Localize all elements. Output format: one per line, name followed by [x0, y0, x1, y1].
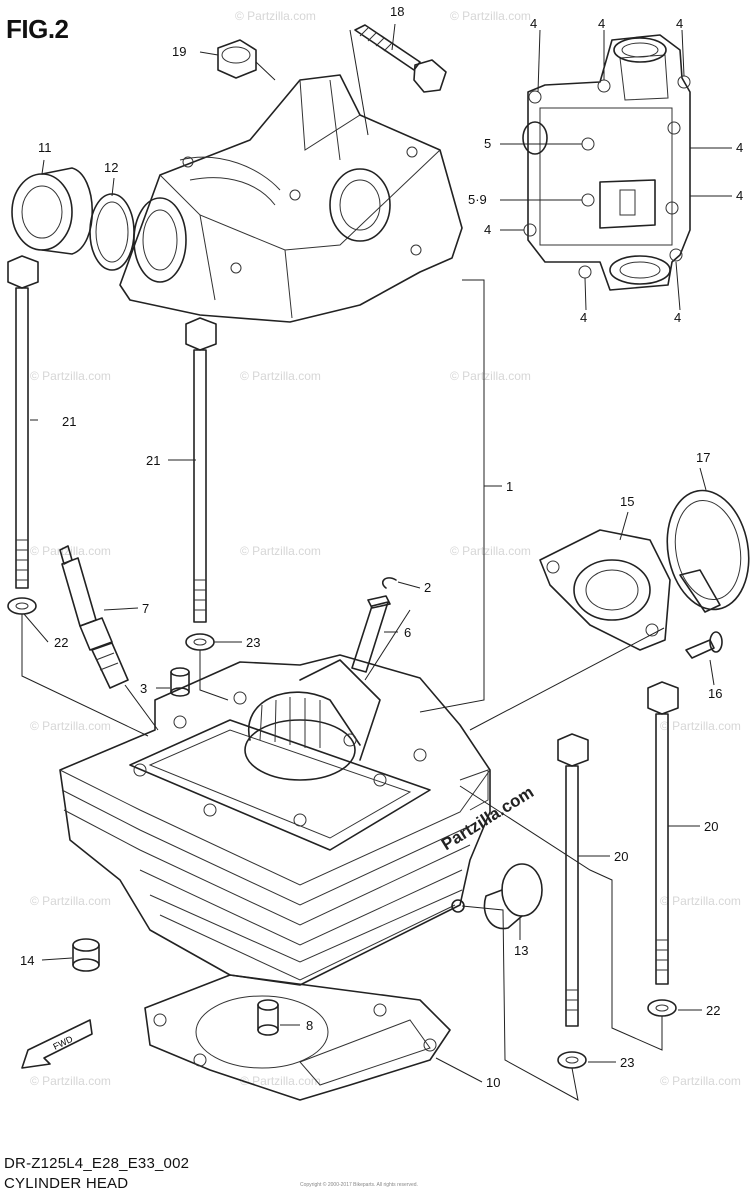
model-code: DR-Z125L4_E28_E33_002: [4, 1155, 190, 1172]
callout-4-c: 4: [676, 16, 683, 31]
callout-20-b: 20: [614, 849, 628, 864]
callout-11: 11: [38, 140, 52, 155]
washer-23-left: [185, 633, 215, 651]
watermark: © Partzilla.com: [660, 719, 741, 733]
stud-bolt-21-left: [7, 255, 39, 589]
callout-4-b: 4: [598, 16, 605, 31]
callout-15: 15: [620, 494, 634, 509]
watermark: © Partzilla.com: [30, 719, 111, 733]
dowel-8: [257, 999, 279, 1036]
clamp-17: [666, 489, 750, 613]
callout-4-d: 4: [484, 222, 491, 237]
washer-22-left: [7, 597, 37, 615]
figure-title: FIG.2: [6, 14, 69, 44]
stud-bolt-20-right: [647, 681, 679, 985]
cylinder-head: [59, 654, 491, 986]
stud-bolt-20-left: [557, 733, 589, 1027]
callout-22-b: 22: [706, 1003, 720, 1018]
callout-20-a: 20: [704, 819, 718, 834]
callout-4-a: 4: [530, 16, 537, 31]
callout-23-b: 23: [620, 1055, 634, 1070]
callout-3: 3: [140, 681, 147, 696]
callout-12: 12: [104, 160, 118, 175]
watermark: © Partzilla.com: [660, 1074, 741, 1088]
watermark: © Partzilla.com: [30, 1074, 111, 1088]
callout-21-b: 21: [146, 453, 160, 468]
callout-4-g: 4: [580, 310, 587, 325]
callout-5: 5: [484, 136, 491, 151]
dowel-14: [72, 938, 100, 972]
callout-labels: 18 19 11 12 4 4 4 5 5·9 4 4 4 4 4 21 21 …: [20, 4, 743, 1090]
callout-5-9: 5·9: [468, 192, 487, 207]
washer-22-right: [647, 999, 677, 1017]
callout-19: 19: [172, 44, 186, 59]
section-name: CYLINDER HEAD: [4, 1175, 129, 1192]
stud-bolt-21-right: [185, 317, 217, 623]
callout-10: 7: [142, 601, 149, 616]
watermark: © Partzilla.com: [450, 544, 531, 558]
watermark: © Partzilla.com: [30, 369, 111, 383]
callout-23-a: 23: [246, 635, 260, 650]
callout-18: 18: [390, 4, 404, 19]
watermark: © Partzilla.com: [450, 9, 531, 23]
spark-plug-10: [59, 545, 129, 689]
callout-4-f: 4: [736, 188, 743, 203]
leader-lines: [21, 23, 732, 1101]
cap-nut-19: [217, 39, 257, 79]
callout-22-a: 22: [54, 635, 68, 650]
watermark: © Partzilla.com: [30, 544, 111, 558]
callout-7: 10: [486, 1075, 500, 1090]
callout-13: 13: [514, 943, 528, 958]
gasket-7: [144, 974, 451, 1101]
watermarks: © Partzilla.com © Partzilla.com © Partzi…: [30, 9, 741, 1088]
callout-4-h: 4: [674, 310, 681, 325]
watermark: © Partzilla.com: [240, 544, 321, 558]
callout-16: 16: [708, 686, 722, 701]
washer-23-right: [557, 1051, 587, 1069]
callout-6: 6: [404, 625, 411, 640]
watermark: © Partzilla.com: [660, 894, 741, 908]
watermark: © Partzilla.com: [450, 369, 531, 383]
callout-14: 14: [20, 953, 34, 968]
callout-8: 8: [306, 1018, 313, 1033]
watermark: © Partzilla.com: [235, 9, 316, 23]
cover-gasket-4: [522, 34, 691, 291]
cylinder-head-cover: [119, 74, 463, 323]
watermark: © Partzilla.com: [240, 369, 321, 383]
o-ring-12: [89, 193, 135, 271]
watermark: © Partzilla.com: [240, 1074, 321, 1088]
screw-16: [685, 631, 723, 659]
callout-21-a: 21: [62, 414, 76, 429]
callout-1: 1: [506, 479, 513, 494]
callout-2: 2: [424, 580, 431, 595]
forward-arrow-icon: FWD: [21, 1019, 93, 1069]
valve-guide-6: [351, 595, 391, 673]
watermark: © Partzilla.com: [30, 894, 111, 908]
fine-print: Copyright © 2000-2017 Bikeparts. All rig…: [300, 1182, 418, 1188]
intake-pipe-15: [539, 529, 671, 651]
cap-11: [11, 167, 94, 255]
callout-17: 17: [696, 450, 710, 465]
plug-13: [451, 863, 543, 930]
clip-2: [381, 577, 397, 589]
callout-4-e: 4: [736, 140, 743, 155]
bolt-18: [354, 24, 447, 93]
